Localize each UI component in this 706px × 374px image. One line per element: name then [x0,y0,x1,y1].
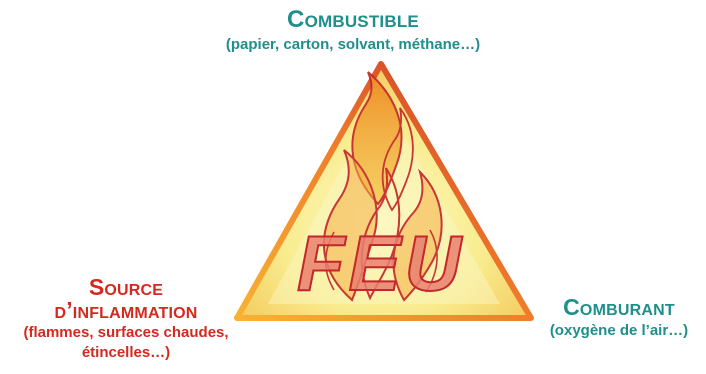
comburant-detail: (oxygène de l’air…) [549,322,689,340]
ignition-detail-line1: (flammes, surfaces chaudes, [23,324,229,341]
ignition-source-label: Source d’inflammation (flammes, surfaces… [0,276,252,362]
combustible-title: Combustible [287,6,419,33]
flame-icon [322,71,443,302]
comburant-title: Comburant [563,294,675,320]
ignition-title-line1: Source [88,274,164,300]
combustible-detail: (papier, carton, solvant, méthane…) [225,35,481,53]
ignition-detail-line2: étincelles…) [81,344,171,361]
ignition-title-line2: d’inflammation [54,297,198,323]
comburant-label: Comburant (oxygène de l’air…) [532,294,706,340]
combustible-label: Combustible (papier, carton, solvant, mé… [200,6,506,53]
center-word: FEU [297,219,465,307]
